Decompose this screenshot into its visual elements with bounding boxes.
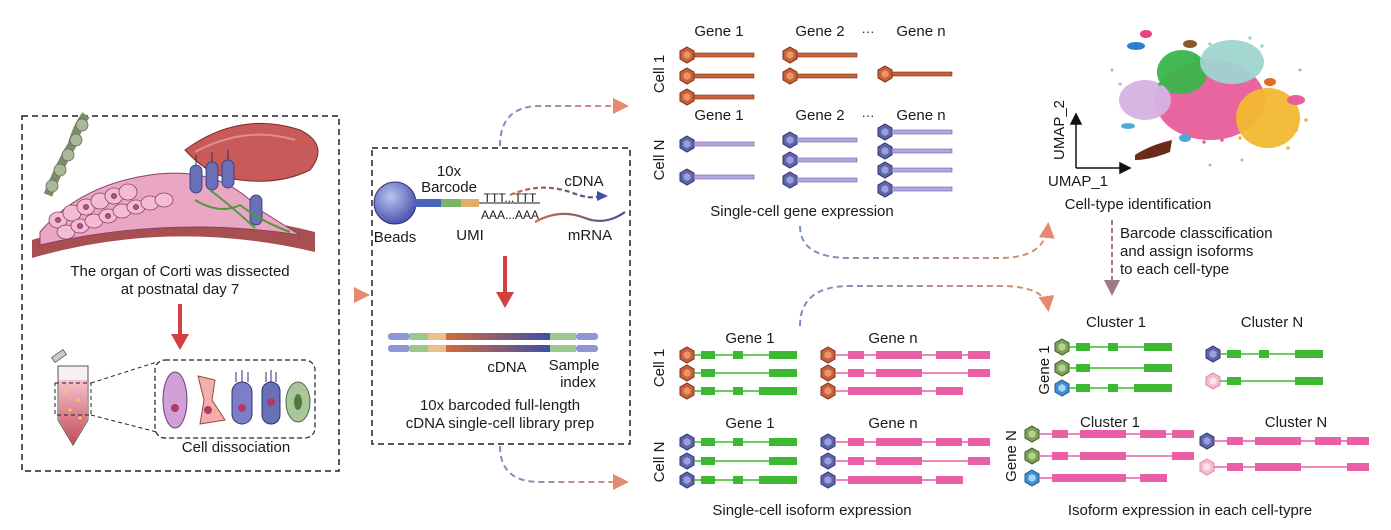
cell-dissociation-label: Cell dissociation [182,439,290,456]
cluster-gene1-label: Gene 1 [1036,345,1053,394]
isoform-caption: Single-cell isoform expression [712,502,911,519]
isoform-gene1-header-bottom: Gene 1 [725,415,774,432]
umap-x-axis-label: UMAP_1 [1048,173,1108,190]
gene-expr-gene1-header-top: Gene 1 [694,23,743,40]
cluster-caption: Isoform expression in each cell-typre [1068,502,1312,519]
cdna-top-label: cDNA [564,173,603,190]
dissection-caption-line2: at postnatal day 7 [121,281,239,298]
isoform-gene1-header-top: Gene 1 [725,330,774,347]
gene-expr-cellN-molecules [680,124,952,197]
arrow-isoform-to-cluster [799,285,1055,327]
red-down-arrow-library [496,256,514,308]
gene-expr-cell1-label: Cell 1 [651,55,668,93]
clusterN-geneN-transcripts [1199,432,1370,476]
gene-expr-genen-header-top: Gene n [896,23,945,40]
sample-index-label-line1: Sample [549,357,600,374]
isoform-cell1-label: Cell 1 [651,349,668,387]
library-caption-line2: cDNA single-cell library prep [406,415,594,432]
isoform-cellN-transcripts [679,433,991,489]
barcoded-bead-illustration [373,181,626,225]
library-panel-border [371,147,631,445]
organ-of-corti-illustration [32,112,319,258]
umi-label: UMI [456,227,484,244]
isoform-genen-header-bottom: Gene n [868,415,917,432]
step-text-line2: and assign isoforms [1120,243,1253,260]
mrna-label: mRNA [568,227,612,244]
gene-expr-cell1-molecules [680,47,952,105]
isoform-cell1-transcripts [679,346,991,400]
umap-scatter [1110,30,1308,167]
cdna-bottom-label: cDNA [487,359,526,376]
barcode-10x-label: 10x [437,163,462,180]
library-fragments [388,333,598,352]
beads-label: Beads [374,229,417,246]
step-text-line3: to each cell-type [1120,261,1229,278]
gene-expr-gene1-header-bottom: Gene 1 [694,107,743,124]
poly-a-label: AAA...AAA [481,208,539,222]
gene-expr-ellipsis-bottom: ··· [862,108,875,123]
test-tube-icon [50,348,92,446]
dissection-panel-border [21,115,340,472]
gene-expr-gene2-header-bottom: Gene 2 [795,107,844,124]
cluster1-header-bottom: Cluster 1 [1080,414,1140,431]
gene-expr-gene2-header-top: Gene 2 [795,23,844,40]
isoform-cellN-label: Cell N [651,442,668,483]
cluster-geneN-label: Gene N [1003,430,1020,482]
zoom-lines [90,361,158,433]
cell-type-identification-caption: Cell-type identification [1065,196,1212,213]
clusterN-header-bottom: Cluster N [1265,414,1328,431]
arrow-library-to-isoform-expression [499,445,629,490]
dissociated-cells-illustration [162,370,311,429]
arrow-gene-expression-to-celltype [799,222,1055,259]
umap-axes [1069,112,1132,175]
clusterN-gene1-transcripts [1205,345,1324,390]
gene-expr-cellN-label: Cell N [651,140,668,181]
step-text-line1: Barcode classcification [1120,225,1273,242]
dissection-caption-line1: The organ of Corti was dissected [70,263,289,280]
dissociated-cells-box [154,359,316,439]
gene-expr-genen-header-bottom: Gene n [896,107,945,124]
barcode-label: Barcode [421,179,477,196]
isoform-genen-header-top: Gene n [868,330,917,347]
gene-expr-caption: Single-cell gene expression [710,203,893,220]
cluster1-gene1-transcripts [1054,338,1173,397]
sample-index-label-line2: index [560,374,596,391]
clusterN-header-top: Cluster N [1241,314,1304,331]
arrow-library-to-gene-expression [499,98,629,147]
gene-expr-ellipsis-top: ··· [862,24,875,39]
cluster1-header-top: Cluster 1 [1086,314,1146,331]
library-caption-line1: 10x barcoded full-length [420,397,580,414]
cluster1-geneN-transcripts [1024,425,1195,487]
red-down-arrow-dissection [171,304,189,350]
poly-t-label: TTT...TTT [484,191,537,205]
umap-y-axis-label: UMAP_2 [1051,100,1068,160]
